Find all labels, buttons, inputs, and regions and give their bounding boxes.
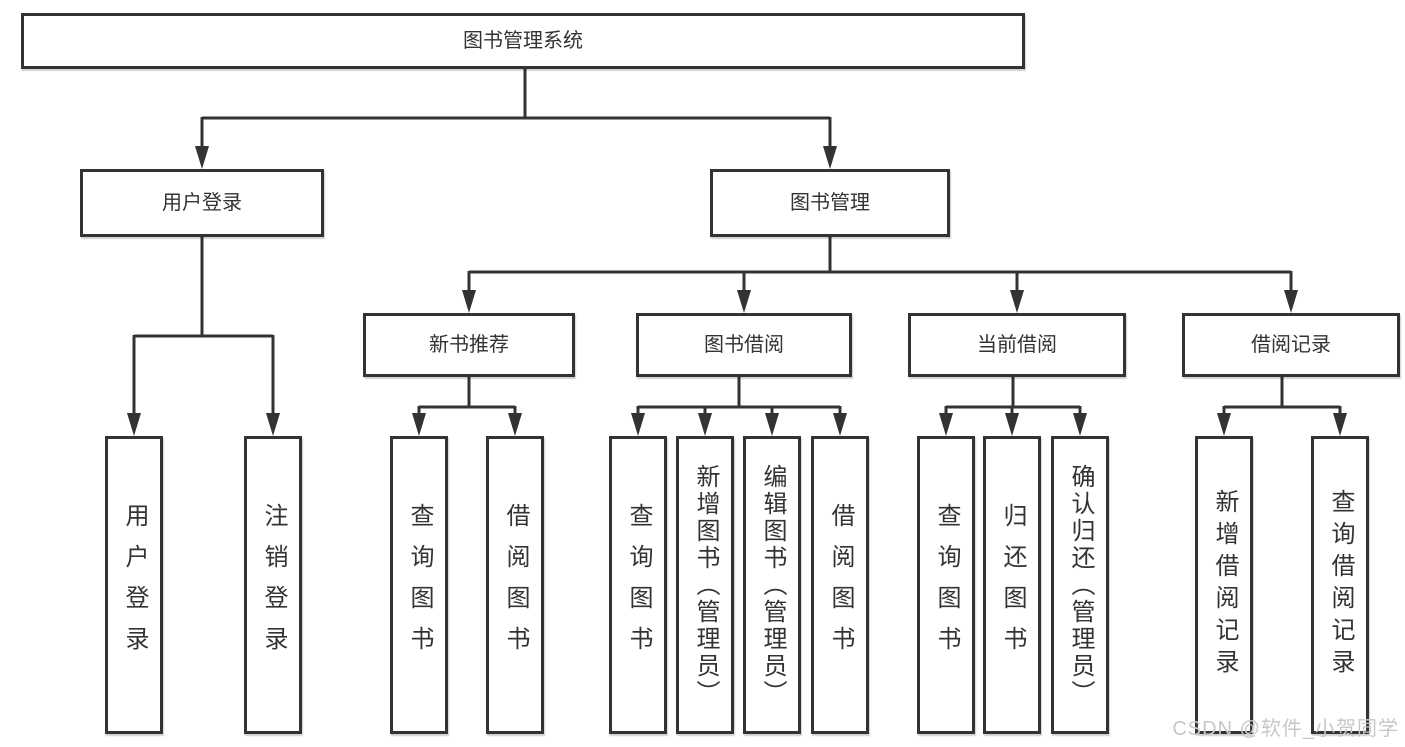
leaf-add-book-admin-label: 新增图书（管理员）	[692, 463, 719, 707]
leaf-query-borrow-record-label: 查询借阅记录	[1327, 489, 1354, 681]
leaf-query-book-2-label: 查询图书	[625, 503, 652, 667]
node-current-borrow-label: 当前借阅	[977, 334, 1057, 356]
node-book-management: 图书管理	[710, 169, 950, 237]
leaf-return-book-label: 归还图书	[999, 503, 1026, 667]
leaf-borrow-book-1-label: 借阅图书	[502, 503, 529, 667]
leaf-confirm-return-admin: 确认归还（管理员）	[1051, 436, 1109, 734]
node-new-book-recommend: 新书推荐	[363, 313, 575, 377]
leaf-borrow-book-2-label: 借阅图书	[827, 503, 854, 667]
leaf-edit-book-admin: 编辑图书（管理员）	[743, 436, 801, 734]
node-borrow-record: 借阅记录	[1182, 313, 1400, 377]
node-book-management-label: 图书管理	[790, 192, 870, 214]
leaf-borrow-book-1: 借阅图书	[486, 436, 544, 734]
leaf-logout: 注销登录	[244, 436, 302, 734]
node-user-login-label: 用户登录	[162, 192, 242, 214]
leaf-logout-label: 注销登录	[260, 503, 287, 667]
csdn-watermark: CSDN @软件_小贺同学	[1172, 718, 1399, 740]
leaf-borrow-book-2: 借阅图书	[811, 436, 869, 734]
leaf-add-borrow-record: 新增借阅记录	[1195, 436, 1253, 734]
leaf-add-book-admin: 新增图书（管理员）	[676, 436, 734, 734]
node-root: 图书管理系统	[21, 13, 1025, 69]
node-new-book-recommend-label: 新书推荐	[429, 334, 509, 356]
leaf-add-borrow-record-label: 新增借阅记录	[1211, 489, 1238, 681]
node-borrow-record-label: 借阅记录	[1251, 334, 1331, 356]
node-current-borrow: 当前借阅	[908, 313, 1126, 377]
leaf-edit-book-admin-label: 编辑图书（管理员）	[759, 463, 786, 707]
leaf-confirm-return-admin-label: 确认归还（管理员）	[1067, 463, 1094, 707]
leaf-user-login-label: 用户登录	[121, 503, 148, 667]
leaf-query-book-1-label: 查询图书	[406, 503, 433, 667]
leaf-query-borrow-record: 查询借阅记录	[1311, 436, 1369, 734]
leaf-query-book-3: 查询图书	[917, 436, 975, 734]
leaf-query-book-2: 查询图书	[609, 436, 667, 734]
leaf-query-book-3-label: 查询图书	[933, 503, 960, 667]
node-user-login: 用户登录	[80, 169, 324, 237]
node-book-borrow: 图书借阅	[636, 313, 852, 377]
leaf-user-login: 用户登录	[105, 436, 163, 734]
node-root-label: 图书管理系统	[463, 30, 583, 52]
leaf-query-book-1: 查询图书	[390, 436, 448, 734]
leaf-return-book: 归还图书	[983, 436, 1041, 734]
node-book-borrow-label: 图书借阅	[704, 334, 784, 356]
